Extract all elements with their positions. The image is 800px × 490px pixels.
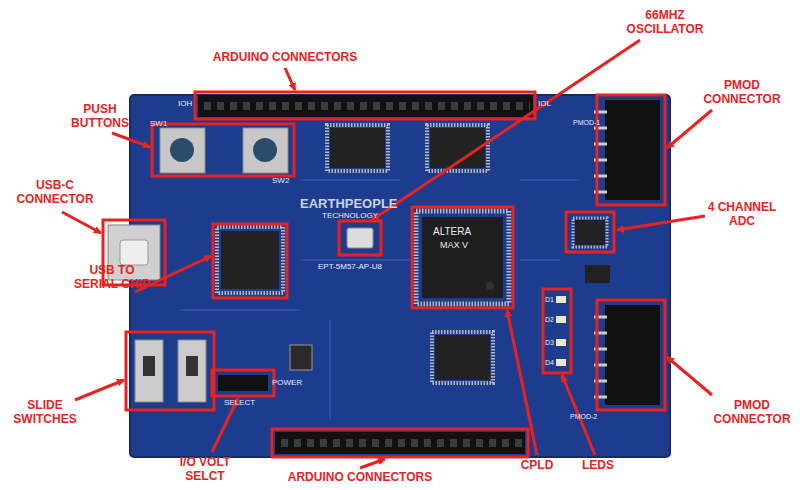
- board-silkscreen: SELECT: [224, 398, 255, 408]
- highlight-box: [213, 224, 287, 298]
- header-connector: [198, 95, 533, 117]
- push-button: [243, 128, 288, 173]
- board-silkscreen: D1: [545, 295, 554, 304]
- header-connector: [275, 432, 525, 454]
- callout-arrow: [372, 40, 640, 220]
- callout-arrow: [507, 310, 537, 455]
- board-silkscreen: PMOD-1: [573, 118, 600, 127]
- board-silkscreen: EPT-5M57-AP-U8: [318, 262, 382, 272]
- button-cap: [253, 138, 277, 162]
- board-silkscreen: PMOD-2: [570, 412, 597, 421]
- callout-label: PUSH BUTTONS: [65, 102, 135, 130]
- board-silkscreen: POWER: [272, 378, 302, 388]
- callout-label: I/O VOLT SELCT: [169, 455, 241, 483]
- highlight-box: [543, 289, 571, 373]
- highlight-box: [339, 221, 381, 255]
- highlight-box: [152, 124, 294, 176]
- callout-arrow: [667, 110, 712, 148]
- callout-label: 4 CHANNEL ADC: [697, 200, 787, 228]
- pmod-connector: [605, 305, 660, 405]
- board-silkscreen: IOH: [178, 99, 192, 109]
- usb-serial-chip: [221, 231, 279, 289]
- button-cap: [170, 138, 194, 162]
- usb-c-port: [120, 240, 148, 265]
- callout-label: PMOD CONNECTOR: [692, 78, 792, 106]
- callout-arrow: [112, 133, 150, 147]
- callout-label: ARDUINO CONNECTORS: [185, 50, 385, 64]
- led: [556, 359, 566, 366]
- callout-label: PMOD CONNECTOR: [702, 398, 800, 426]
- board-silkscreen: D3: [545, 338, 554, 347]
- callout-label: USB-C CONNECTOR: [8, 178, 103, 206]
- highlight-box: [566, 212, 614, 252]
- callout-arrow: [62, 212, 101, 233]
- board-silkscreen: TECHNOLOGY: [322, 211, 378, 221]
- callout-label: LEDS: [568, 458, 628, 472]
- led: [556, 316, 566, 323]
- board-silkscreen: IOL: [538, 99, 551, 109]
- slide-switch: [135, 340, 163, 402]
- ic-chip: [435, 335, 490, 380]
- ic-chip: [585, 265, 610, 283]
- ic-legs: [327, 125, 388, 171]
- callout-label: ARDUINO CONNECTORS: [260, 470, 460, 484]
- callout-arrow: [285, 68, 295, 90]
- ic-legs: [573, 218, 607, 247]
- adc-chip: [575, 220, 605, 245]
- cpld-chip: [422, 217, 503, 298]
- led: [556, 296, 566, 303]
- oscillator: [347, 228, 373, 248]
- callout-arrows: [62, 40, 712, 468]
- switch-lever: [143, 356, 155, 376]
- board-silkscreen: ALTERA: [433, 226, 471, 238]
- highlight-box: [412, 207, 513, 308]
- callout-arrow: [617, 216, 705, 230]
- ic-legs: [432, 332, 493, 383]
- highlight-box: [597, 300, 665, 410]
- board-silkscreen: D4: [545, 358, 554, 367]
- callout-arrow: [360, 459, 385, 468]
- board-silkscreen: SW1: [150, 119, 167, 129]
- jumper: [218, 375, 268, 391]
- board-silkscreen: MAX V: [440, 240, 468, 251]
- callout-label: CPLD: [507, 458, 567, 472]
- board-silkscreen: D2: [545, 315, 554, 324]
- highlight-box: [597, 95, 665, 205]
- highlight-box: [212, 370, 274, 396]
- callout-label: SLIDE SWITCHES: [5, 398, 85, 426]
- highlight-box: [126, 332, 214, 410]
- highlight-boxes: [103, 92, 665, 457]
- regulator: [290, 345, 312, 370]
- board-silkscreen: SW2: [272, 176, 289, 186]
- slide-switch: [178, 340, 206, 402]
- pin1-dot: [486, 282, 494, 290]
- led: [556, 339, 566, 346]
- ic-legs: [217, 227, 283, 293]
- callout-label: 66MHZ OSCILLATOR: [618, 8, 713, 36]
- board-silkscreen: EARTHPEOPLE: [300, 196, 398, 211]
- header-pins: [281, 439, 522, 447]
- callout-label: USB TO SERIAL CHIP: [67, 263, 157, 291]
- highlight-box: [195, 92, 535, 119]
- highlight-box: [272, 429, 528, 457]
- switch-lever: [186, 356, 198, 376]
- pmod-connector: [605, 100, 660, 200]
- callout-arrow: [667, 357, 712, 395]
- push-button: [160, 128, 205, 173]
- ic-legs: [416, 211, 509, 304]
- callout-arrow: [75, 380, 124, 400]
- ic-chip: [330, 128, 385, 168]
- header-pins: [204, 102, 530, 110]
- pcb-board: [130, 95, 670, 457]
